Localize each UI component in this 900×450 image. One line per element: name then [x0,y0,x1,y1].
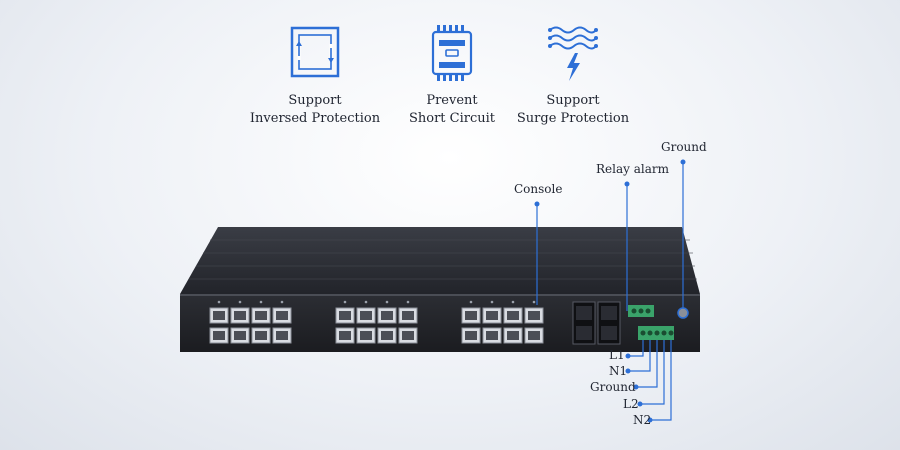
port-led [385,300,389,304]
port-led [280,300,284,304]
feature-short-circuit: Prevent Short Circuit [367,22,537,128]
rj45-port [335,307,355,324]
port-led [238,300,242,304]
rj45-port [398,307,418,324]
rj45-port [482,307,502,324]
rj45-port [398,327,418,344]
callout-leader-lines [536,162,684,421]
rj45-port [524,307,544,324]
port-led [343,300,347,304]
sfp-slots [572,301,621,345]
callout-n2: N2 [633,413,652,427]
rj45-port [272,307,292,324]
rj45-port [524,327,544,344]
port-led [469,300,473,304]
port-led [217,300,221,304]
port-led [364,300,368,304]
port-led [511,300,515,304]
rj45-port [377,307,397,324]
rj45-port [230,307,250,324]
surge-protection-icon [548,26,598,81]
feature-inversed-protection: Support Inversed Protection [230,22,400,128]
rj45-port [251,307,271,324]
rj45-port [272,327,292,344]
rj45-port [356,307,376,324]
rj45-port [209,307,229,324]
callout-relay-alarm: Relay alarm [596,162,669,176]
feature-surge-protection: Support Surge Protection [488,22,658,128]
rj45-port [503,307,523,324]
feature-line2: Surge Protection [516,111,630,126]
port-led [532,300,536,304]
feature-line2: Inversed Protection [249,111,381,126]
power-terminal-block [638,326,674,340]
rj45-port [377,327,397,344]
feature-line1: Support [288,93,342,108]
rj45-port [461,307,481,324]
callout-l1: L1 [609,348,625,362]
rj45-port [230,327,250,344]
port-led [259,300,263,304]
callout-n1: N1 [609,364,628,378]
rj45-port [209,327,229,344]
callout-ground-bottom: Ground [590,380,636,394]
rj45-port-groups [209,300,544,344]
inverse-protection-icon [290,26,340,78]
feature-line1: Prevent [426,93,478,108]
callout-dots [534,159,686,423]
feature-line1: Support [546,93,600,108]
rj45-port [335,327,355,344]
port-led [490,300,494,304]
feature-line2: Short Circuit [408,111,496,126]
ground-screw [677,307,689,319]
callout-ground-top: Ground [661,140,707,154]
device-top [180,227,700,294]
short-circuit-icon [431,25,473,81]
callout-l2: L2 [623,397,639,411]
rj45-port [503,327,523,344]
relay-terminal-block [628,305,654,317]
rj45-port [482,327,502,344]
rj45-port [251,327,271,344]
port-led [406,300,410,304]
callout-console: Console [514,182,563,196]
rj45-port [356,327,376,344]
rj45-port [461,327,481,344]
